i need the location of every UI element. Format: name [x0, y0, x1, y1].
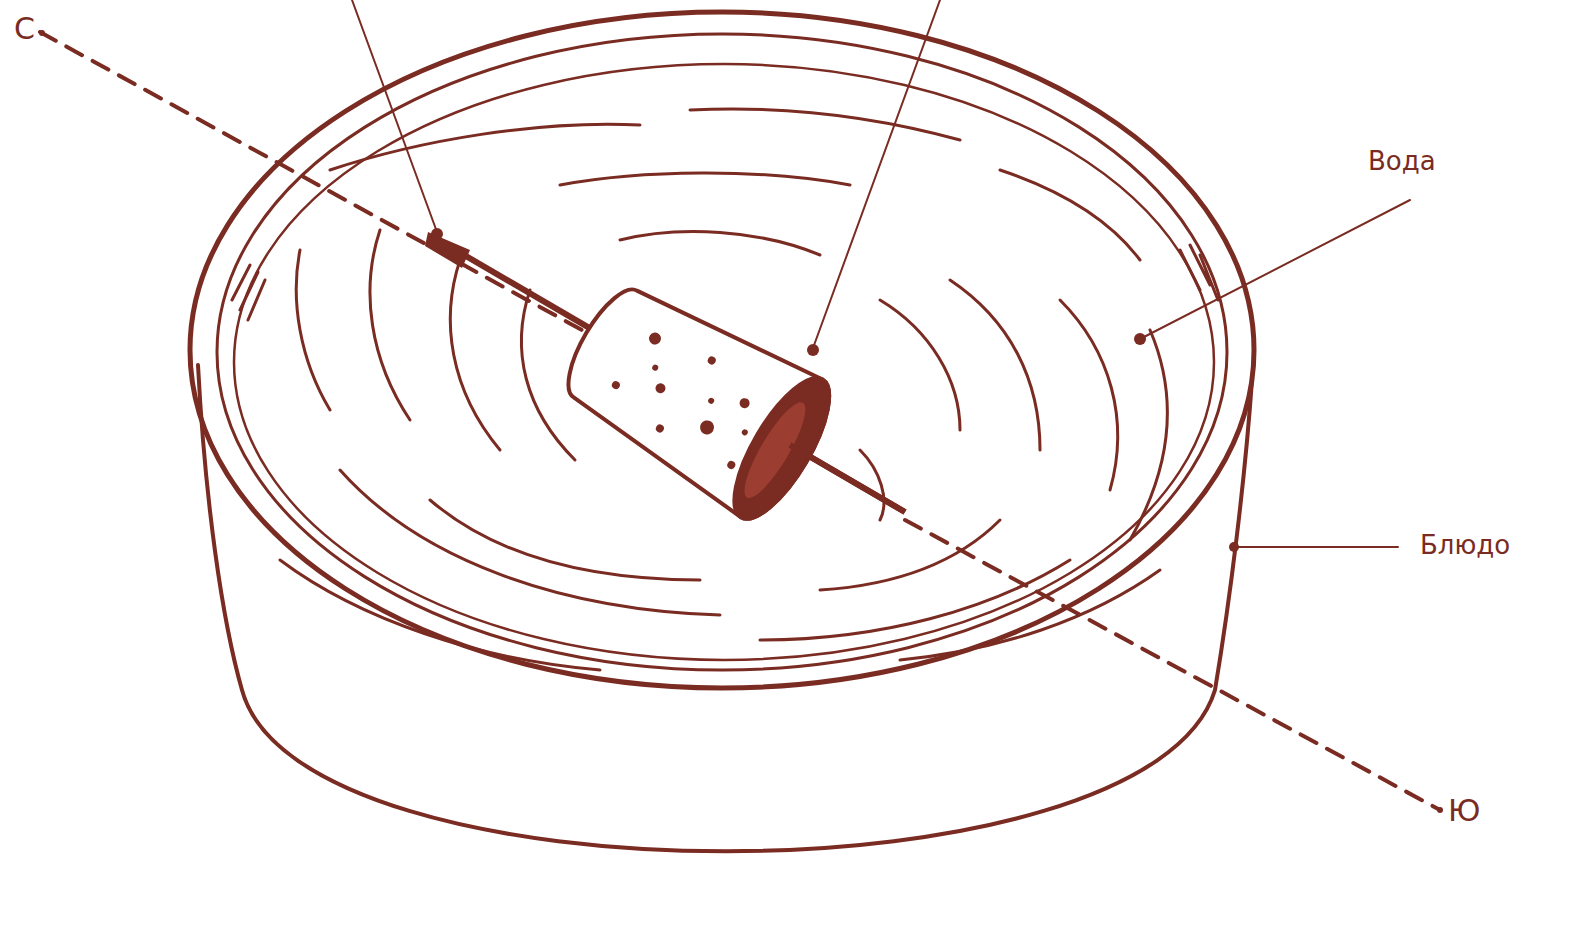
- part-label: Вода: [1368, 148, 1436, 174]
- part-label: Блюдо: [1420, 532, 1510, 558]
- needle-tip: [425, 232, 470, 268]
- leader-dot: [1134, 333, 1146, 345]
- bowl-inner-rim: [217, 34, 1227, 670]
- leader-line: [1142, 200, 1410, 338]
- leader-line: [813, 0, 940, 348]
- part-label: Ю: [1448, 796, 1480, 826]
- water-surface: [234, 64, 1214, 660]
- line-end-dot: [1437, 807, 1443, 813]
- magnetic-needle: [790, 445, 905, 512]
- leader-dot: [1229, 542, 1239, 552]
- bowl-rim: [190, 12, 1254, 688]
- meridian-line: [40, 32, 600, 340]
- leader-dot: [431, 228, 443, 240]
- cork: [546, 264, 847, 532]
- leader-dot: [807, 344, 819, 356]
- water-ripples: [280, 109, 1167, 670]
- meridian-line: [905, 520, 1440, 810]
- leader-line: [1236, 546, 1398, 548]
- line-end-dot: [39, 30, 45, 36]
- leader-line: [352, 0, 437, 232]
- part-label: С: [14, 14, 35, 44]
